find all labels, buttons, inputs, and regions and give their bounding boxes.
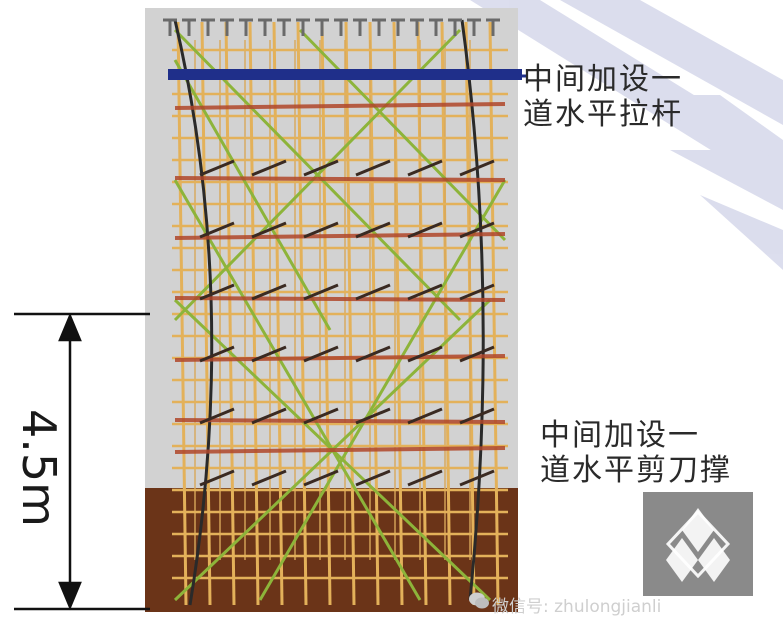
transom	[199, 345, 235, 363]
tie-bar	[174, 296, 506, 302]
transom	[199, 159, 235, 177]
top-jack	[486, 18, 500, 36]
top-jack	[334, 18, 348, 36]
tie-bar	[174, 232, 506, 240]
top-jack	[410, 18, 424, 36]
top-jack	[315, 18, 329, 36]
scissor-brace	[258, 179, 507, 601]
logo-icon	[643, 492, 753, 596]
top-jack	[448, 18, 462, 36]
transom	[355, 345, 391, 363]
transom	[459, 159, 495, 177]
transom	[407, 283, 443, 301]
watermark-stripes	[470, 0, 783, 270]
outer-rod	[173, 19, 214, 606]
top-jack	[296, 18, 310, 36]
transom	[355, 283, 391, 301]
top-jack	[277, 18, 291, 36]
transom	[355, 159, 391, 177]
top-jack	[220, 18, 234, 36]
transom	[199, 221, 235, 239]
horizontal-tie-rod	[168, 69, 522, 80]
transom	[303, 221, 339, 239]
transom	[251, 283, 287, 301]
dimension-value: 4.5m	[12, 409, 66, 527]
transom	[407, 407, 443, 425]
transom	[251, 407, 287, 425]
mid-label-line1: 中间加设一	[540, 418, 700, 453]
top-jack	[391, 18, 405, 36]
transom	[303, 469, 339, 487]
transom	[303, 159, 339, 177]
transom	[407, 469, 443, 487]
top-jack	[182, 18, 196, 36]
ground	[145, 488, 518, 612]
transom	[251, 345, 287, 363]
scissor-brace-label: 中间加设一 道水平剪刀撑	[540, 418, 732, 489]
top-jack	[258, 18, 272, 36]
mid-label-line2: 道水平剪刀撑	[540, 453, 732, 489]
scissor-brace	[298, 28, 507, 242]
top-jacks	[163, 18, 500, 36]
horizontal-tie-label: 中间加设一 道水平拉杆	[523, 62, 683, 133]
transom	[459, 469, 495, 487]
transom	[251, 221, 287, 239]
top-jack	[429, 18, 443, 36]
transom	[459, 283, 495, 301]
tie-bar	[174, 176, 506, 182]
top-jack	[201, 18, 215, 36]
transom	[459, 345, 495, 363]
tie-bar	[174, 446, 506, 454]
transom	[407, 159, 443, 177]
tie-bars	[174, 102, 506, 487]
top-jack	[163, 18, 177, 36]
transom	[303, 407, 339, 425]
transom	[303, 345, 339, 363]
transom	[303, 283, 339, 301]
tie-bar	[174, 102, 506, 110]
transom	[355, 469, 391, 487]
transom	[459, 407, 495, 425]
transom	[407, 221, 443, 239]
dimension-label: 4.5m	[4, 409, 74, 527]
transom	[355, 221, 391, 239]
wechat-icon	[469, 592, 489, 609]
outer-rod	[460, 19, 485, 601]
top-label-line2: 道水平拉杆	[523, 97, 683, 133]
tie-bar	[174, 418, 506, 424]
transom	[251, 159, 287, 177]
top-jack	[353, 18, 367, 36]
dimension-marker	[14, 312, 150, 611]
top-jack	[239, 18, 253, 36]
top-label-line1: 中间加设一	[523, 62, 683, 97]
watermark-text: 微信号: zhulongjianli	[492, 597, 662, 617]
transom	[199, 407, 235, 425]
top-jack	[372, 18, 386, 36]
scissor-brace	[173, 59, 332, 331]
scissor-brace	[173, 179, 422, 601]
transom	[199, 469, 235, 487]
transom	[199, 283, 235, 301]
transom	[407, 345, 443, 363]
tie-bar	[174, 354, 506, 362]
transom	[355, 407, 391, 425]
transom	[251, 469, 287, 487]
transom	[459, 221, 495, 239]
top-jack	[467, 18, 481, 36]
